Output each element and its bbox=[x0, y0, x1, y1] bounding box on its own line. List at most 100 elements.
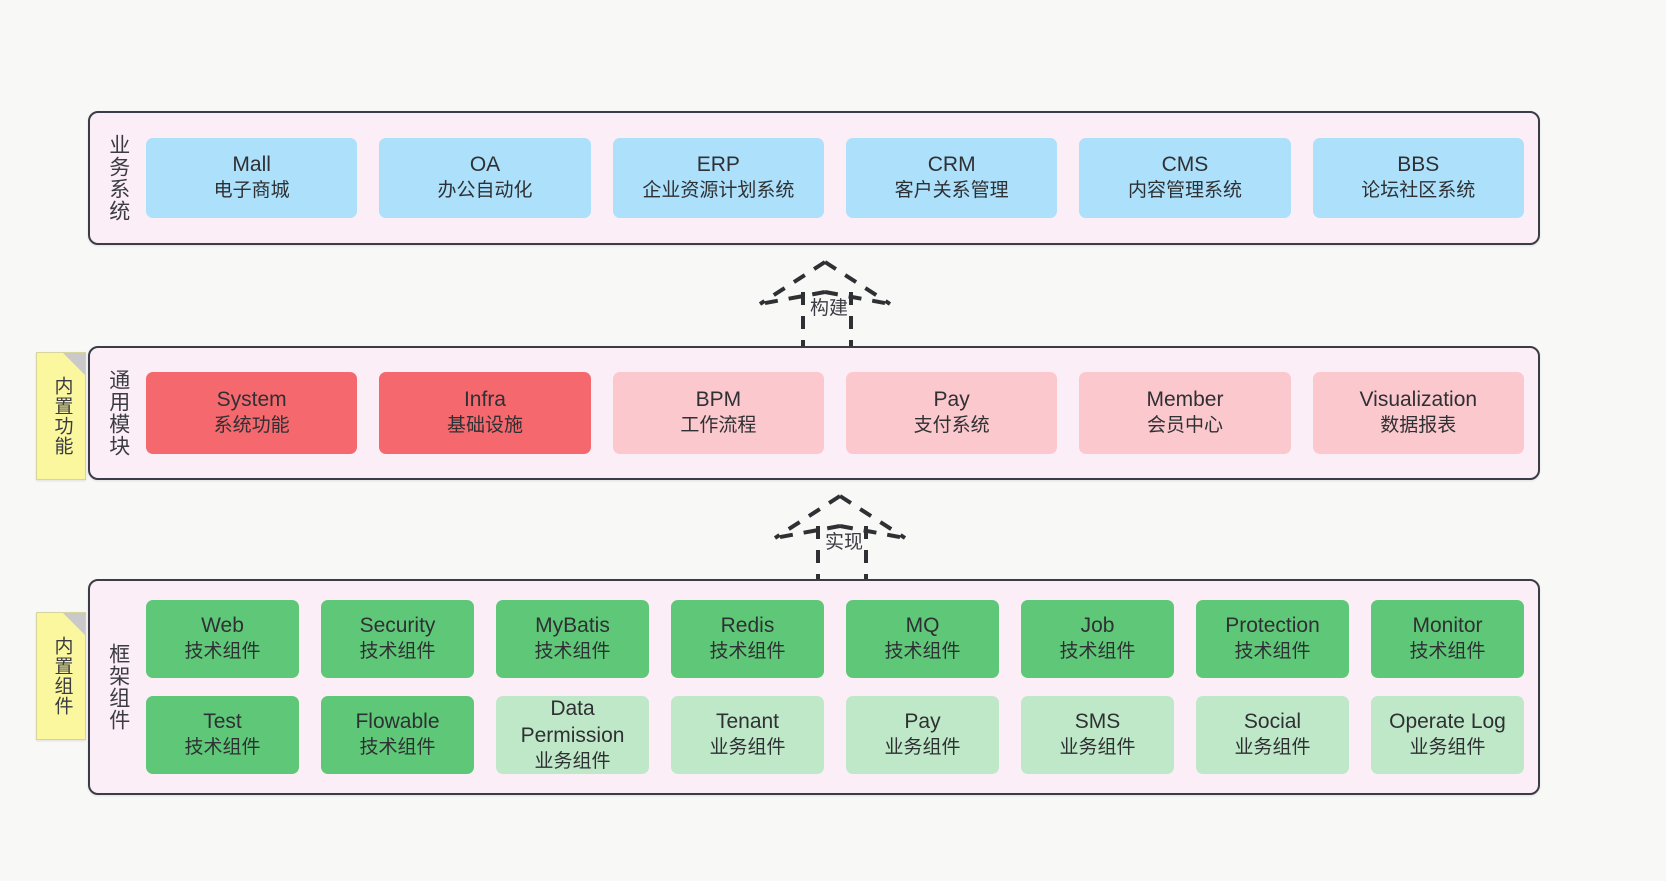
connector-build: 构建 bbox=[755, 258, 905, 350]
node-bbs-title: BBS bbox=[1397, 153, 1440, 177]
node-mall[interactable]: Mall 电子商城 bbox=[146, 138, 358, 218]
node-crm[interactable]: CRM 客户关系管理 bbox=[845, 138, 1058, 218]
connector-implement-label: 实现 bbox=[825, 532, 864, 553]
node-protection-title: Protection bbox=[1225, 614, 1320, 638]
node-mall-title: Mall bbox=[232, 153, 271, 177]
node-monitor-sub: 技术组件 bbox=[1409, 641, 1486, 663]
node-tenant-sub: 业务组件 bbox=[709, 737, 786, 759]
node-crm-sub: 客户关系管理 bbox=[894, 180, 1009, 202]
node-erp[interactable]: ERP 企业资源计划系统 bbox=[612, 138, 824, 218]
node-bpm-title: BPM bbox=[695, 388, 742, 412]
node-redis-sub: 技术组件 bbox=[709, 641, 786, 663]
node-oa-sub: 办公自动化 bbox=[437, 180, 533, 202]
node-flowable-title: Flowable bbox=[355, 710, 440, 734]
node-flowable[interactable]: Flowable 技术组件 bbox=[321, 696, 474, 774]
node-mall-sub: 电子商城 bbox=[213, 180, 290, 202]
node-oa[interactable]: OA 办公自动化 bbox=[379, 138, 591, 218]
node-row-tech-components: Web 技术组件 Security 技术组件 MyBatis 技术组件 Redi… bbox=[146, 600, 1524, 678]
node-web-title: Web bbox=[201, 614, 244, 638]
node-mybatis[interactable]: MyBatis 技术组件 bbox=[496, 600, 649, 678]
node-system-title: System bbox=[216, 388, 287, 412]
node-redis[interactable]: Redis 技术组件 bbox=[671, 600, 824, 678]
node-data-permission-title: Data Permission bbox=[520, 696, 625, 747]
node-row-common: System 系统功能 Infra 基础设施 BPM 工作流程 Pay 支付系统… bbox=[146, 372, 1524, 454]
node-sms-title: SMS bbox=[1074, 710, 1121, 734]
node-infra-title: Infra bbox=[463, 388, 506, 412]
node-security-title: Security bbox=[359, 614, 436, 638]
node-security-sub: 技术组件 bbox=[359, 641, 436, 663]
node-mybatis-sub: 技术组件 bbox=[534, 641, 611, 663]
connector-build-label: 构建 bbox=[810, 298, 849, 319]
node-system-sub: 系统功能 bbox=[213, 415, 290, 437]
node-tenant[interactable]: Tenant 业务组件 bbox=[671, 696, 824, 774]
node-job-sub: 技术组件 bbox=[1059, 641, 1136, 663]
sticky-note-builtin-components-text: 内置组件 bbox=[51, 636, 73, 716]
node-pay-component[interactable]: Pay 业务组件 bbox=[846, 696, 999, 774]
node-system[interactable]: System 系统功能 bbox=[146, 372, 358, 454]
node-visualization-sub: 数据报表 bbox=[1380, 415, 1457, 437]
node-web[interactable]: Web 技术组件 bbox=[146, 600, 299, 678]
node-pay-component-title: Pay bbox=[904, 710, 941, 734]
node-pay-module-title: Pay bbox=[933, 388, 970, 412]
node-infra-sub: 基础设施 bbox=[446, 415, 523, 437]
node-bbs-sub: 论坛社区系统 bbox=[1361, 180, 1476, 202]
node-web-sub: 技术组件 bbox=[184, 641, 261, 663]
connector-implement: 实现 bbox=[770, 492, 920, 584]
node-operate-log[interactable]: Operate Log 业务组件 bbox=[1371, 696, 1524, 774]
node-protection[interactable]: Protection 技术组件 bbox=[1196, 600, 1349, 678]
node-protection-sub: 技术组件 bbox=[1234, 641, 1311, 663]
layer-body-business-system: Mall 电子商城 OA 办公自动化 ERP 企业资源计划系统 CRM 客户关系… bbox=[146, 113, 1538, 243]
node-cms-title: CMS bbox=[1161, 153, 1209, 177]
node-infra[interactable]: Infra 基础设施 bbox=[379, 372, 591, 454]
node-erp-sub: 企业资源计划系统 bbox=[642, 180, 795, 202]
sticky-note-builtin-features-text: 内置功能 bbox=[51, 376, 73, 456]
node-visualization-title: Visualization bbox=[1359, 388, 1478, 412]
node-data-permission-sub: 业务组件 bbox=[534, 750, 611, 772]
node-row-business: Mall 电子商城 OA 办公自动化 ERP 企业资源计划系统 CRM 客户关系… bbox=[146, 138, 1524, 218]
node-social-title: Social bbox=[1243, 710, 1302, 734]
node-mq-title: MQ bbox=[905, 614, 940, 638]
node-bbs[interactable]: BBS 论坛社区系统 bbox=[1312, 138, 1524, 218]
node-redis-title: Redis bbox=[720, 614, 775, 638]
node-mq[interactable]: MQ 技术组件 bbox=[846, 600, 999, 678]
layer-label-business-system: 业务系统 bbox=[106, 134, 130, 222]
layer-body-framework-component: Web 技术组件 Security 技术组件 MyBatis 技术组件 Redi… bbox=[146, 581, 1538, 793]
node-test-sub: 技术组件 bbox=[184, 737, 261, 759]
node-sms[interactable]: SMS 业务组件 bbox=[1021, 696, 1174, 774]
node-security[interactable]: Security 技术组件 bbox=[321, 600, 474, 678]
node-pay-component-sub: 业务组件 bbox=[884, 737, 961, 759]
node-crm-title: CRM bbox=[927, 153, 976, 177]
node-monitor-title: Monitor bbox=[1412, 614, 1483, 638]
layer-label-common-module: 通用模块 bbox=[106, 369, 130, 457]
node-mybatis-title: MyBatis bbox=[535, 614, 610, 638]
node-tenant-title: Tenant bbox=[715, 710, 780, 734]
node-test-title: Test bbox=[203, 710, 242, 734]
node-member-sub: 会员中心 bbox=[1146, 415, 1223, 437]
node-flowable-sub: 技术组件 bbox=[359, 737, 436, 759]
node-social[interactable]: Social 业务组件 bbox=[1196, 696, 1349, 774]
node-sms-sub: 业务组件 bbox=[1059, 737, 1136, 759]
node-pay-module[interactable]: Pay 支付系统 bbox=[845, 372, 1058, 454]
node-job-title: Job bbox=[1080, 614, 1115, 638]
layer-framework-component: 框架组件 Web 技术组件 Security 技术组件 MyBatis 技术组件… bbox=[88, 579, 1540, 795]
node-bpm[interactable]: BPM 工作流程 bbox=[612, 372, 824, 454]
node-cms[interactable]: CMS 内容管理系统 bbox=[1079, 138, 1291, 218]
layer-label-framework-component: 框架组件 bbox=[106, 643, 130, 731]
node-data-permission[interactable]: Data Permission 业务组件 bbox=[496, 696, 649, 774]
node-cms-sub: 内容管理系统 bbox=[1127, 180, 1242, 202]
node-job[interactable]: Job 技术组件 bbox=[1021, 600, 1174, 678]
layer-common-module: 通用模块 System 系统功能 Infra 基础设施 BPM 工作流程 Pay bbox=[88, 346, 1540, 480]
node-bpm-sub: 工作流程 bbox=[680, 415, 757, 437]
node-member-title: Member bbox=[1146, 388, 1224, 412]
node-oa-title: OA bbox=[469, 153, 501, 177]
node-member[interactable]: Member 会员中心 bbox=[1079, 372, 1291, 454]
layer-body-common-module: System 系统功能 Infra 基础设施 BPM 工作流程 Pay 支付系统… bbox=[146, 348, 1538, 478]
node-operate-log-sub: 业务组件 bbox=[1409, 737, 1486, 759]
node-social-sub: 业务组件 bbox=[1234, 737, 1311, 759]
node-test[interactable]: Test 技术组件 bbox=[146, 696, 299, 774]
node-operate-log-title: Operate Log bbox=[1389, 710, 1506, 734]
node-pay-module-sub: 支付系统 bbox=[913, 415, 990, 437]
node-monitor[interactable]: Monitor 技术组件 bbox=[1371, 600, 1524, 678]
node-visualization[interactable]: Visualization 数据报表 bbox=[1312, 372, 1524, 454]
